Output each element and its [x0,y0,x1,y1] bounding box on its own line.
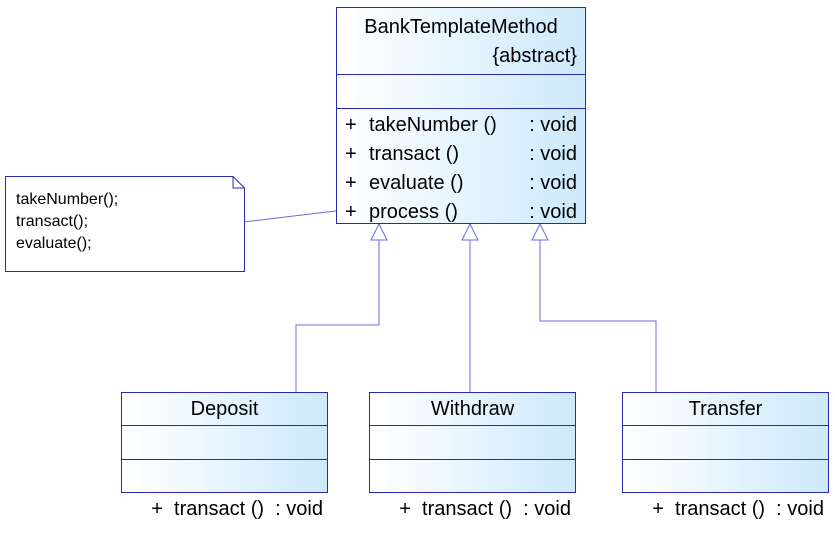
operation-visibility: + [345,201,357,223]
class-header: BankTemplateMethod {abstract} [337,8,585,74]
note-shape [5,176,245,272]
connectors [234,208,657,392]
operation-name: evaluate () [369,172,464,194]
note-anchor-line [234,208,353,224]
class-name: Withdraw [430,398,515,420]
operation-return-type: : void [529,114,577,136]
operations-compartment: + takeNumber () : void + transact () : v… [337,108,585,227]
operation-visibility: + [345,143,357,165]
attributes-compartment [370,425,575,459]
note[interactable]: takeNumber(); transact(); evaluate(); [5,176,245,272]
class-name: BankTemplateMethod [364,16,558,38]
operation-name: takeNumber () [369,114,497,136]
abstract-class-bank-template-method[interactable]: BankTemplateMethod {abstract} + takeNumb… [336,7,586,224]
note-line: takeNumber(); [16,191,119,208]
operation-visibility: + [345,172,357,194]
operation-visibility: + [345,114,357,136]
operation-row: + transact () : void [337,140,585,169]
withdraw-inheritance-arrowhead [461,222,479,241]
attributes-compartment [623,425,828,459]
deposit-generalization-line [295,240,380,392]
operation-row: + takeNumber () : void [337,111,585,140]
attributes-compartment [337,74,585,108]
transfer-generalization-line [539,240,657,392]
operation-return-type: : void [529,172,577,194]
attributes-compartment [122,425,327,459]
operation-row: + transact () : void [652,498,824,520]
class-withdraw[interactable]: Withdraw + transact () : void [369,392,576,520]
operation-row: + process () : void [337,198,585,227]
note-line: evaluate(); [16,235,92,252]
operation-name: transact () [369,143,460,165]
operations-compartment: + transact () : void [623,459,828,559]
operation-return-type: : void [529,201,577,223]
note-text: takeNumber(); transact(); evaluate(); [16,189,118,255]
class-stereotype: {abstract} [492,45,577,67]
class-name: Deposit [190,398,259,420]
operation-row: + transact () : void [151,498,323,520]
operation-row: + transact () : void [399,498,571,520]
note-line: transact(); [16,213,89,230]
operation-row: + evaluate () : void [337,169,585,198]
deposit-inheritance-arrowhead [370,222,388,241]
operation-return-type: : void [529,143,577,165]
operation-name: process () [369,201,458,223]
class-deposit[interactable]: Deposit + transact () : void [121,392,328,520]
transfer-inheritance-arrowhead [531,222,549,241]
class-transfer[interactable]: Transfer + transact () : void [622,392,829,520]
operations-compartment: + transact () : void [122,459,327,559]
class-name: Transfer [688,398,763,420]
operations-compartment: + transact () : void [370,459,575,559]
